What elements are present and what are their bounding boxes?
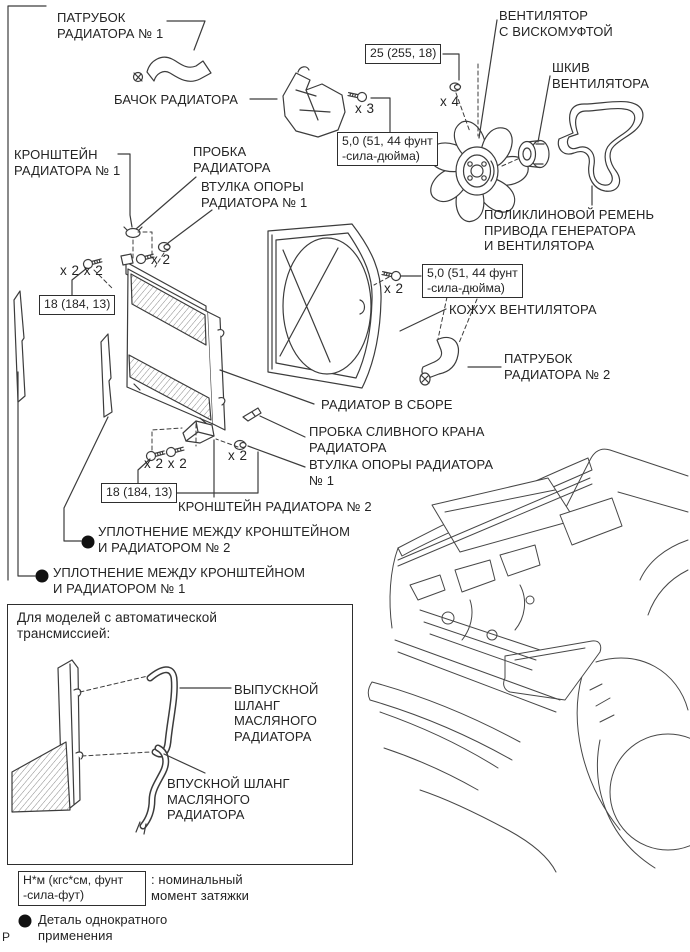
legend-single-use-part: Деталь однократного применения — [38, 912, 168, 943]
label-fan: ВЕНТИЛЯТОР С ВИСКОМУФТОЙ — [499, 8, 613, 39]
support-bushing-top-drawing — [157, 241, 171, 253]
seal-strip-2-drawing — [100, 333, 113, 418]
label-radiator-assembly: РАДИАТОР В СБОРЕ — [321, 397, 453, 412]
label-seal-2: УПЛОТНЕНИЕ МЕЖДУ КРОНШТЕЙНОМ И РАДИАТОРО… — [98, 524, 351, 555]
label-oil-cooler-outlet-hose: ВЫПУСКНОЙ ШЛАНГ МАСЛЯНОГО РАДИАТОРА — [234, 682, 319, 744]
label-fan-pulley: ШКИВ ВЕНТИЛЯТОРА — [552, 60, 649, 91]
oil-cooler-hoses-drawing — [11, 659, 232, 835]
seal-strip-1-drawing — [13, 290, 26, 403]
torque-box-18-top: 18 (184, 13) — [39, 295, 116, 315]
torque-box-18-bottom: 18 (184, 13) — [101, 483, 178, 503]
legend-torque-units-box: Н*м (кгс*см, фунт -сила-фут) — [18, 871, 146, 906]
label-drive-belt: ПОЛИКЛИНОВОЙ РЕМЕНЬ ПРИВОДА ГЕНЕРАТОРА И… — [484, 207, 655, 253]
label-radiator-cap: ПРОБКА РАДИАТОРА — [193, 144, 271, 175]
qty-nut-x4: x 4 — [440, 94, 460, 109]
label-fan-shroud: КОЖУХ ВЕНТИЛЯТОРА — [449, 302, 597, 317]
vehicle-front-illustration — [367, 448, 690, 873]
torque-box-5-shroud: 5,0 (51, 44 фунт -сила-дюйма) — [422, 264, 523, 298]
radiator-hose-1-drawing — [132, 56, 212, 83]
qty-bottom-nut-x2: x 2 — [228, 448, 248, 463]
torque-box-25: 25 (255, 18) — [365, 44, 442, 64]
fan-pulley-drawing — [517, 139, 550, 169]
at-box-title: Для моделей с автоматической трансмиссие… — [17, 610, 218, 641]
qty-shroud-x2: x 2 — [384, 281, 404, 296]
label-seal-1: УПЛОТНЕНИЕ МЕЖДУ КРОНШТЕЙНОМ И РАДИАТОРО… — [53, 565, 306, 596]
label-radiator-hose-1: ПАТРУБОК РАДИАТОРА № 1 — [57, 10, 164, 41]
radiator-hose-2-drawing — [419, 336, 460, 386]
label-bracket-2: КРОНШТЕЙН РАДИАТОРА № 2 — [178, 499, 372, 514]
at-models-inset-box — [7, 604, 353, 865]
label-support-bushing-bottom: ВТУЛКА ОПОРЫ РАДИАТОРА № 1 — [309, 457, 494, 488]
qty-top-nut-x2: x 2 — [151, 252, 171, 267]
label-support-bushing-top: ВТУЛКА ОПОРЫ РАДИАТОРА № 1 — [201, 179, 308, 210]
qty-bolt-x3: x 3 — [355, 101, 375, 116]
single-use-bullets — [18, 535, 95, 928]
drain-plug-drawing — [242, 407, 262, 422]
qty-bottom-bolts-x2x2: x 2 x 2 — [144, 456, 188, 471]
torque-box-5-viscous: 5,0 (51, 44 фунт -сила-дюйма) — [337, 132, 438, 166]
label-reservoir: БАЧОК РАДИАТОРА — [114, 92, 239, 107]
leader-lines — [17, 19, 593, 577]
label-bracket-1: КРОНШТЕЙН РАДИАТОРА № 1 — [14, 147, 121, 178]
radiator-reservoir-drawing — [282, 66, 346, 138]
bolt-icons — [82, 91, 402, 462]
radiator-cap-drawing — [123, 226, 143, 239]
legend-torque-description: : номинальный момент затяжки — [151, 872, 250, 903]
label-oil-cooler-inlet-hose: ВПУСКНОЙ ШЛАНГ МАСЛЯНОГО РАДИАТОРА — [167, 776, 290, 822]
nut-icons — [233, 82, 462, 451]
figure-frame — [7, 5, 47, 581]
radiator-assembly-drawing — [120, 253, 226, 431]
fan-shroud-drawing — [267, 223, 382, 389]
label-radiator-hose-2: ПАТРУБОК РАДИАТОРА № 2 — [504, 351, 611, 382]
fan-with-viscous-coupling-drawing — [428, 120, 529, 223]
alignment-dashes — [93, 63, 521, 451]
label-drain-plug: ПРОБКА СЛИВНОГО КРАНА РАДИАТОРА — [309, 424, 485, 455]
drive-belt-drawing — [557, 100, 644, 192]
bracket-2-drawing — [182, 420, 215, 444]
page-footer-mark: Р — [2, 930, 11, 944]
qty-top-bolts-x2x2: x 2 x 2 — [60, 263, 104, 278]
